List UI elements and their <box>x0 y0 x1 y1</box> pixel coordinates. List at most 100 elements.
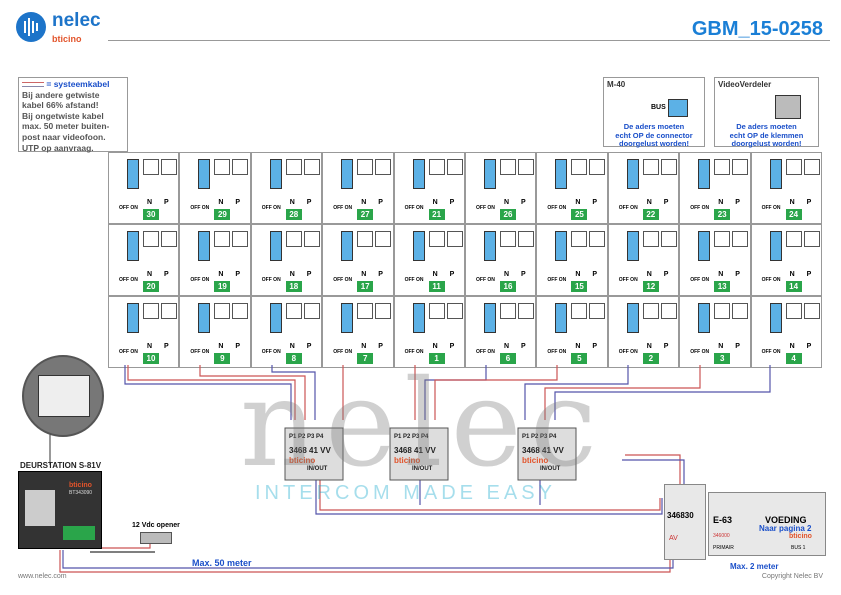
n-label: N <box>218 343 224 350</box>
off-on-label: OFF ON <box>476 349 495 355</box>
off-on-label: OFF ON <box>618 277 638 283</box>
p-label: P <box>663 343 669 350</box>
note-line: Bij andere getwiste <box>22 89 100 100</box>
p-label: P <box>449 343 455 350</box>
opener-label: 12 Vdc opener <box>132 522 180 529</box>
distributor-ports-3: P1 P2 P3 P4 <box>522 434 557 440</box>
module-model: 346830 <box>667 511 694 520</box>
note-line: UTP op aanvraag. <box>22 142 94 153</box>
distributor-io-2: IN/OUT <box>412 466 433 472</box>
n-label: N <box>575 271 581 278</box>
phone-number: 26 <box>500 209 516 220</box>
off-on-label: OFF ON <box>261 349 281 355</box>
phone-number: 19 <box>214 281 231 292</box>
p-label: P <box>235 271 241 278</box>
p-label: P <box>806 199 812 206</box>
videophone-cell: OFF ON N P 13 <box>679 224 751 296</box>
p-label: P <box>806 271 812 278</box>
phone-number: 22 <box>642 209 659 220</box>
phone-number: 20 <box>143 281 159 292</box>
p-label: P <box>164 271 169 278</box>
n-label: N <box>718 271 724 278</box>
p-label: P <box>306 271 312 278</box>
doorstation-model: BT343090 <box>69 490 93 496</box>
n-label: N <box>218 199 224 206</box>
phone-number: 18 <box>285 281 302 292</box>
phone-number: 15 <box>571 281 588 292</box>
phone-number: 13 <box>714 281 731 292</box>
zoom-detail-icon <box>22 355 104 437</box>
n-label: N <box>718 199 724 206</box>
n-label: N <box>147 199 153 206</box>
n-label: N <box>646 343 652 350</box>
distributor-io-1: IN/OUT <box>307 466 328 472</box>
n-label: N <box>361 343 367 350</box>
p-label: P <box>378 271 383 278</box>
cable-note: = systeemkabel Bij andere getwiste kabel… <box>18 77 128 153</box>
off-on-label: OFF ON <box>190 205 210 211</box>
phone-number: 29 <box>214 209 231 220</box>
power-primair: PRIMAIR <box>713 545 734 551</box>
n-label: N <box>289 199 295 206</box>
p-label: P <box>592 199 598 206</box>
phone-number: 8 <box>285 353 302 364</box>
phone-number: 23 <box>714 209 731 220</box>
distributor-model-1: 3468 41 VV <box>289 446 331 455</box>
n-label: N <box>432 271 438 278</box>
distributor-ports-2: P1 P2 P3 P4 <box>394 434 429 440</box>
distributor-brand-2: bticino <box>394 456 421 465</box>
doorstation-title: DEURSTATION S-81V <box>20 461 102 470</box>
watermark-tagline: INTERCOM MADE EASY <box>255 482 556 504</box>
off-on-label: OFF ON <box>333 205 353 211</box>
phone-number: 6 <box>500 353 516 364</box>
power-e63: E-63 <box>713 515 733 525</box>
off-on-label: OFF ON <box>547 277 567 283</box>
p-label: P <box>735 271 740 278</box>
n-label: N <box>218 271 224 278</box>
off-on-label: OFF ON <box>761 349 781 355</box>
header-divider <box>108 40 830 41</box>
off-on-label: OFF ON <box>547 205 567 211</box>
m40-connector-icon <box>668 99 688 117</box>
phone-number: 24 <box>785 209 802 220</box>
off-on-label: OFF ON <box>690 277 710 283</box>
n-label: N <box>504 343 510 350</box>
p-label: P <box>306 343 312 350</box>
p-label: P <box>663 271 669 278</box>
n-label: N <box>289 343 295 350</box>
phone-number: 4 <box>785 353 802 364</box>
n-label: N <box>289 271 295 278</box>
power-subtitle: Naar pagina 2 <box>759 524 812 533</box>
p-label: P <box>306 199 312 206</box>
videoverdeler-title: VideoVerdeler <box>718 80 772 89</box>
phone-number: 2 <box>642 353 659 364</box>
off-on-label: OFF ON <box>261 205 281 211</box>
n-label: N <box>432 199 438 206</box>
footer-right: Copyright Nelec BV <box>761 573 823 580</box>
brand-name: nelec <box>52 10 101 31</box>
sub-brand: bticino <box>52 34 82 44</box>
terminal-block-icon <box>775 95 801 119</box>
doorstation-brand: bticino <box>69 482 92 489</box>
n-label: N <box>575 343 581 350</box>
n-label: N <box>504 271 510 278</box>
phone-number: 12 <box>642 281 659 292</box>
max-2m-label: Max. 2 meter <box>730 562 779 571</box>
phone-number: 5 <box>571 353 588 364</box>
